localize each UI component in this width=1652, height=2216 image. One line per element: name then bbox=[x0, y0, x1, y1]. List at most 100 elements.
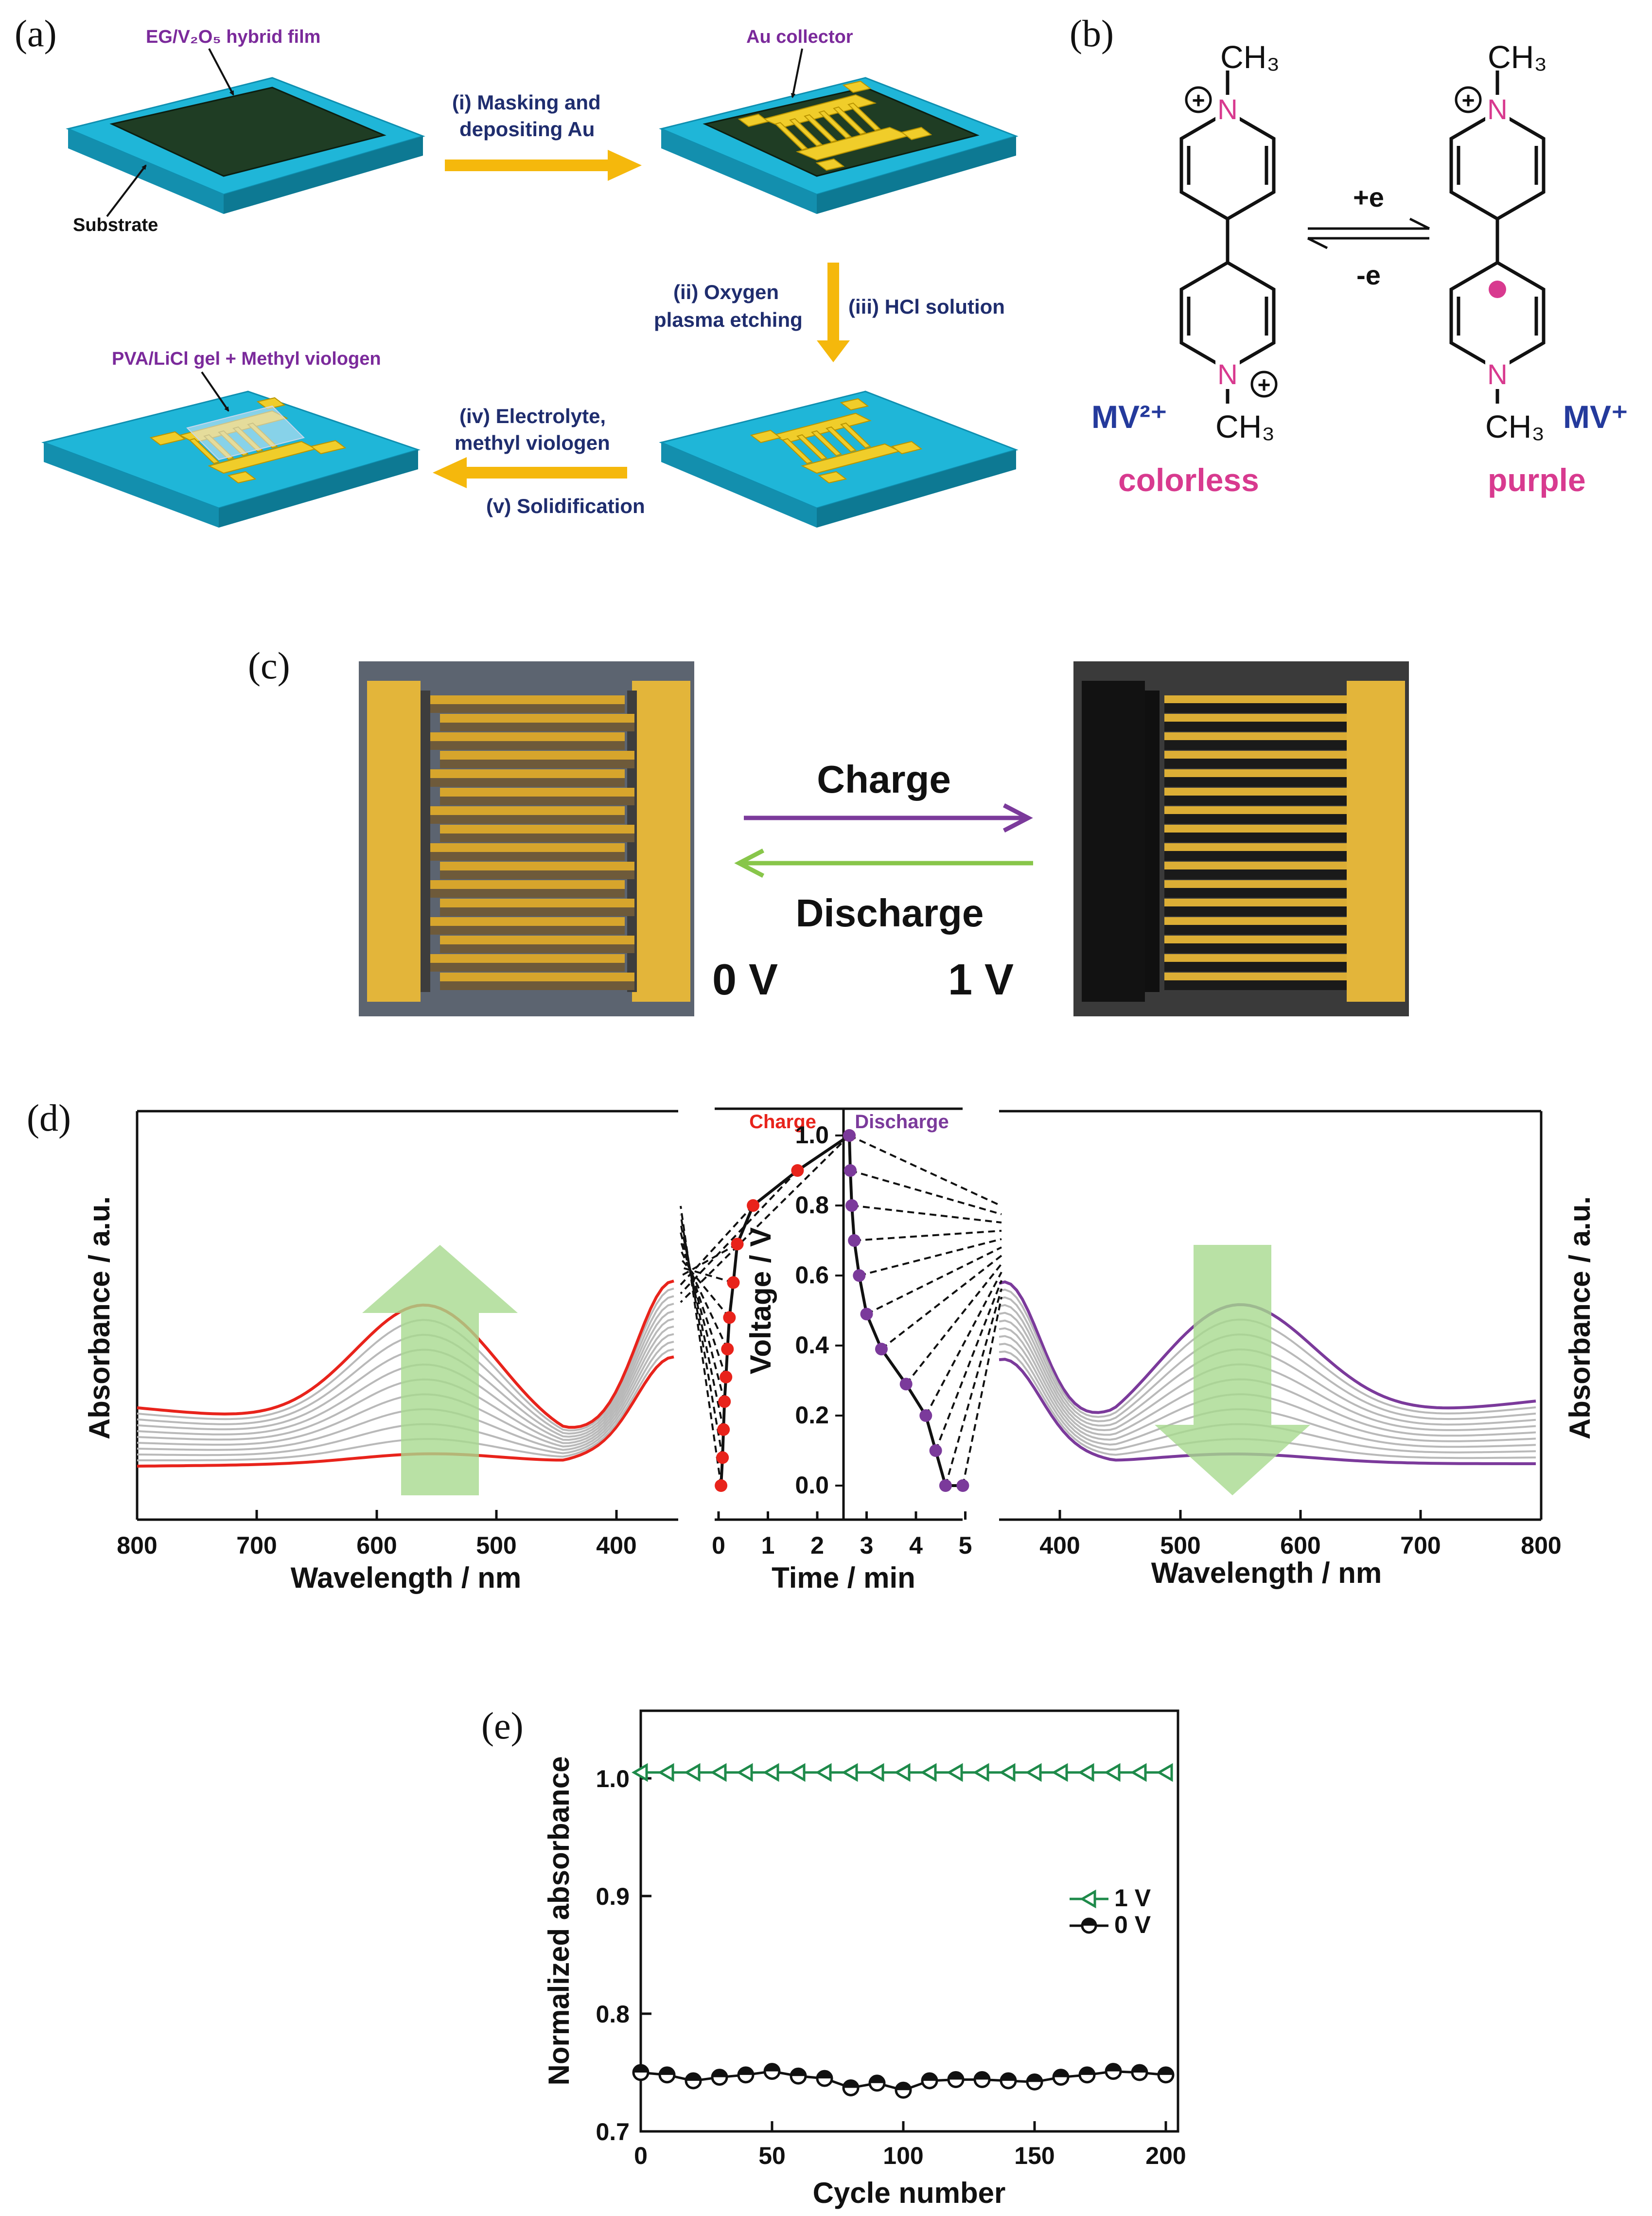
electrode-finger bbox=[1164, 880, 1347, 888]
panel-d-label: (d) bbox=[27, 1097, 71, 1139]
mv1-ch3-top: CH₃ bbox=[1488, 39, 1547, 75]
substrate-label: Substrate bbox=[73, 215, 158, 235]
collector-pointer bbox=[791, 48, 803, 98]
voltage-point-charge bbox=[727, 1276, 740, 1289]
panel-b-label: (b) bbox=[1070, 12, 1114, 54]
series-point-1v bbox=[789, 1763, 806, 1782]
mid-ytick: 0.2 bbox=[795, 1401, 829, 1429]
left-xtick: 800 bbox=[117, 1532, 157, 1559]
electrode-finger bbox=[1164, 973, 1347, 980]
charge-connector bbox=[680, 1241, 727, 1378]
left-electrode-fingers bbox=[430, 695, 634, 990]
electrode-finger bbox=[430, 732, 625, 741]
electrode-gap bbox=[1164, 740, 1347, 750]
voltage-point-discharge bbox=[899, 1378, 913, 1391]
film-layer bbox=[109, 87, 387, 177]
electrode-gap bbox=[430, 704, 625, 713]
e-xtick: 0 bbox=[634, 2142, 648, 2169]
e-xtick: 100 bbox=[883, 2142, 923, 2169]
mv2-ch3-bottom: CH₃ bbox=[1215, 408, 1275, 444]
equilibrium-arrows bbox=[1307, 217, 1430, 249]
film-pointer bbox=[208, 48, 234, 96]
charge-connector bbox=[680, 1258, 730, 1318]
slab-substrate-film bbox=[66, 77, 425, 214]
charge-connector bbox=[680, 1205, 754, 1286]
electrode-gap bbox=[1164, 759, 1347, 768]
discharge-connector bbox=[934, 1280, 1002, 1451]
voltage-time-chart bbox=[715, 1129, 969, 1492]
e-ytick: 0.8 bbox=[596, 2001, 630, 2028]
legend-0v-marker-half bbox=[1082, 1919, 1096, 1926]
charge-connector bbox=[680, 1135, 850, 1303]
electrode-finger bbox=[1164, 917, 1347, 925]
au-collector-shape bbox=[738, 80, 932, 171]
charge-connector bbox=[680, 1170, 798, 1294]
substrate-pointer bbox=[106, 164, 147, 217]
e-ytick: 0.7 bbox=[596, 2118, 630, 2145]
e-xtick: 150 bbox=[1014, 2142, 1054, 2169]
series-point-1v bbox=[841, 1763, 858, 1782]
voltage-point-discharge bbox=[844, 1164, 857, 1177]
electrode-gap bbox=[440, 833, 634, 842]
right-xtick: 600 bbox=[1280, 1532, 1320, 1559]
charge-connector bbox=[680, 1266, 734, 1284]
electrode-finger bbox=[440, 973, 634, 981]
voltage-point-discharge bbox=[875, 1343, 888, 1356]
series-point-0v-half bbox=[1106, 2064, 1121, 2072]
series-point-0v-half bbox=[1027, 2074, 1042, 2082]
electrode-finger bbox=[1164, 806, 1347, 814]
left-ylabel: Absorbance / a.u. bbox=[83, 1196, 116, 1439]
voltage-point-charge bbox=[716, 1451, 729, 1464]
right-xtick: 700 bbox=[1400, 1532, 1441, 1559]
panel-e-xlabel: Cycle number bbox=[813, 2177, 1006, 2209]
series-point-0v-half bbox=[1132, 2065, 1147, 2073]
electrode-gap bbox=[440, 723, 634, 731]
mid-xtick: 0 bbox=[712, 1532, 725, 1559]
e-xtick: 50 bbox=[758, 2142, 786, 2169]
cycle-stability-chart bbox=[631, 1763, 1175, 2099]
left-xaxis: 800 700 600 500 400 bbox=[117, 1510, 637, 1559]
electrode-finger bbox=[430, 695, 625, 704]
electrode-gap bbox=[440, 760, 634, 768]
e-xtick: 200 bbox=[1145, 2142, 1186, 2169]
radical-dot bbox=[1489, 281, 1506, 298]
voltage-point-charge bbox=[721, 1343, 734, 1356]
right-electrode-fingers bbox=[1164, 695, 1347, 990]
electrode-gap bbox=[1164, 833, 1347, 842]
electrode-finger bbox=[440, 936, 634, 944]
discharge-connector bbox=[849, 1135, 1002, 1207]
mv2-plus-bottom bbox=[1250, 371, 1278, 398]
voltage-point-discharge bbox=[853, 1269, 866, 1282]
charge-connector bbox=[680, 1232, 726, 1402]
step4-line1: (iv) Electrolyte, bbox=[459, 405, 606, 427]
series-point-0v-half bbox=[712, 2070, 727, 2077]
collector-label: Au collector bbox=[746, 27, 853, 47]
discharge-connector bbox=[944, 1288, 1002, 1486]
panel-e-ylabel: Normalized absorbance bbox=[543, 1756, 575, 2086]
electrode-finger bbox=[440, 899, 634, 907]
arrow-step1 bbox=[445, 150, 642, 181]
charge-connector bbox=[680, 1214, 724, 1458]
step3-label: (iii) HCl solution bbox=[848, 295, 1005, 318]
panel-b: (b) N + CH₃ N + CH₃ MV²⁺ colorless bbox=[1070, 12, 1628, 498]
electrode-gap bbox=[440, 797, 634, 805]
slab-au-collector bbox=[659, 77, 1019, 214]
left-xtick: 400 bbox=[596, 1532, 636, 1559]
series-point-0v-half bbox=[686, 2073, 701, 2081]
electrode-finger bbox=[440, 714, 634, 723]
discharge-connector bbox=[854, 1230, 1002, 1241]
right-xtick: 500 bbox=[1160, 1532, 1200, 1559]
series-point-0v-half bbox=[949, 2072, 963, 2080]
voltage-point-charge bbox=[715, 1479, 728, 1492]
electrode-gap bbox=[440, 981, 634, 990]
voltage-point-discharge bbox=[860, 1308, 873, 1321]
left-xtick: 700 bbox=[236, 1532, 277, 1559]
electrode-finger bbox=[430, 954, 625, 963]
series-point-1v bbox=[894, 1763, 911, 1782]
electrode-gap bbox=[430, 926, 625, 935]
charge-title: Charge bbox=[749, 1111, 816, 1133]
electrode-finger bbox=[1164, 751, 1347, 759]
panel-c-label: (c) bbox=[248, 644, 290, 687]
discharge-connector bbox=[851, 1205, 1002, 1223]
